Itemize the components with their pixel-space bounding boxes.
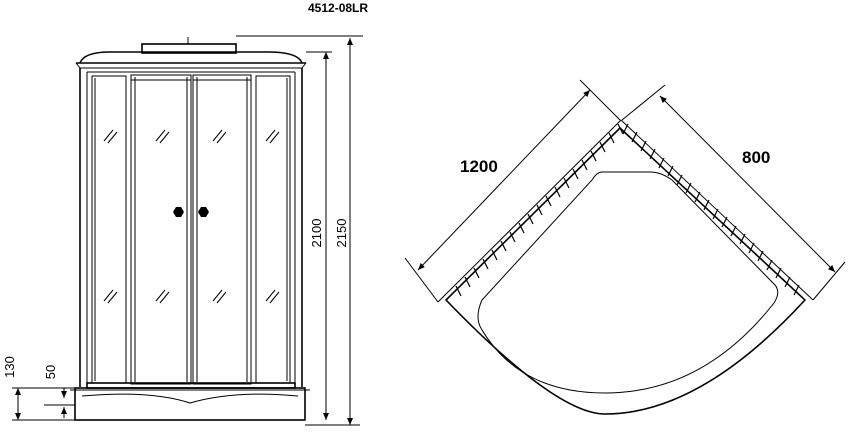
dim-tray-step: 50 [43, 365, 75, 418]
dim-right-side: 800 [621, 84, 846, 301]
cabin-frame [79, 68, 303, 387]
dim-total-height: 2150 [305, 38, 360, 426]
svg-text:2100: 2100 [309, 219, 324, 248]
plan-view: 1200 800 [404, 79, 846, 415]
front-view: 130 50 2150 2100 [2, 35, 363, 426]
tray-outline [444, 126, 807, 415]
svg-text:50: 50 [43, 365, 58, 379]
dim-cabin-height: 2100 [306, 51, 332, 420]
side-panel-left [91, 75, 127, 384]
door-left [130, 74, 192, 385]
door-handle-left [173, 207, 184, 217]
svg-text:800: 800 [742, 148, 770, 167]
roof-unit [75, 35, 363, 69]
svg-text:1200: 1200 [460, 157, 498, 176]
shower-tray [70, 382, 310, 421]
inner-basin [477, 171, 779, 394]
dim-tray-height: 130 [2, 356, 75, 421]
glass-reflection-marks [103, 129, 280, 304]
svg-text:130: 130 [2, 356, 17, 378]
door-right [192, 74, 252, 385]
door-handle-right [198, 207, 209, 217]
dim-left-side: 1200 [404, 79, 621, 303]
svg-text:2150: 2150 [334, 219, 349, 248]
model-label: 4512-08LR [308, 1, 368, 15]
side-panel-right [255, 75, 291, 384]
